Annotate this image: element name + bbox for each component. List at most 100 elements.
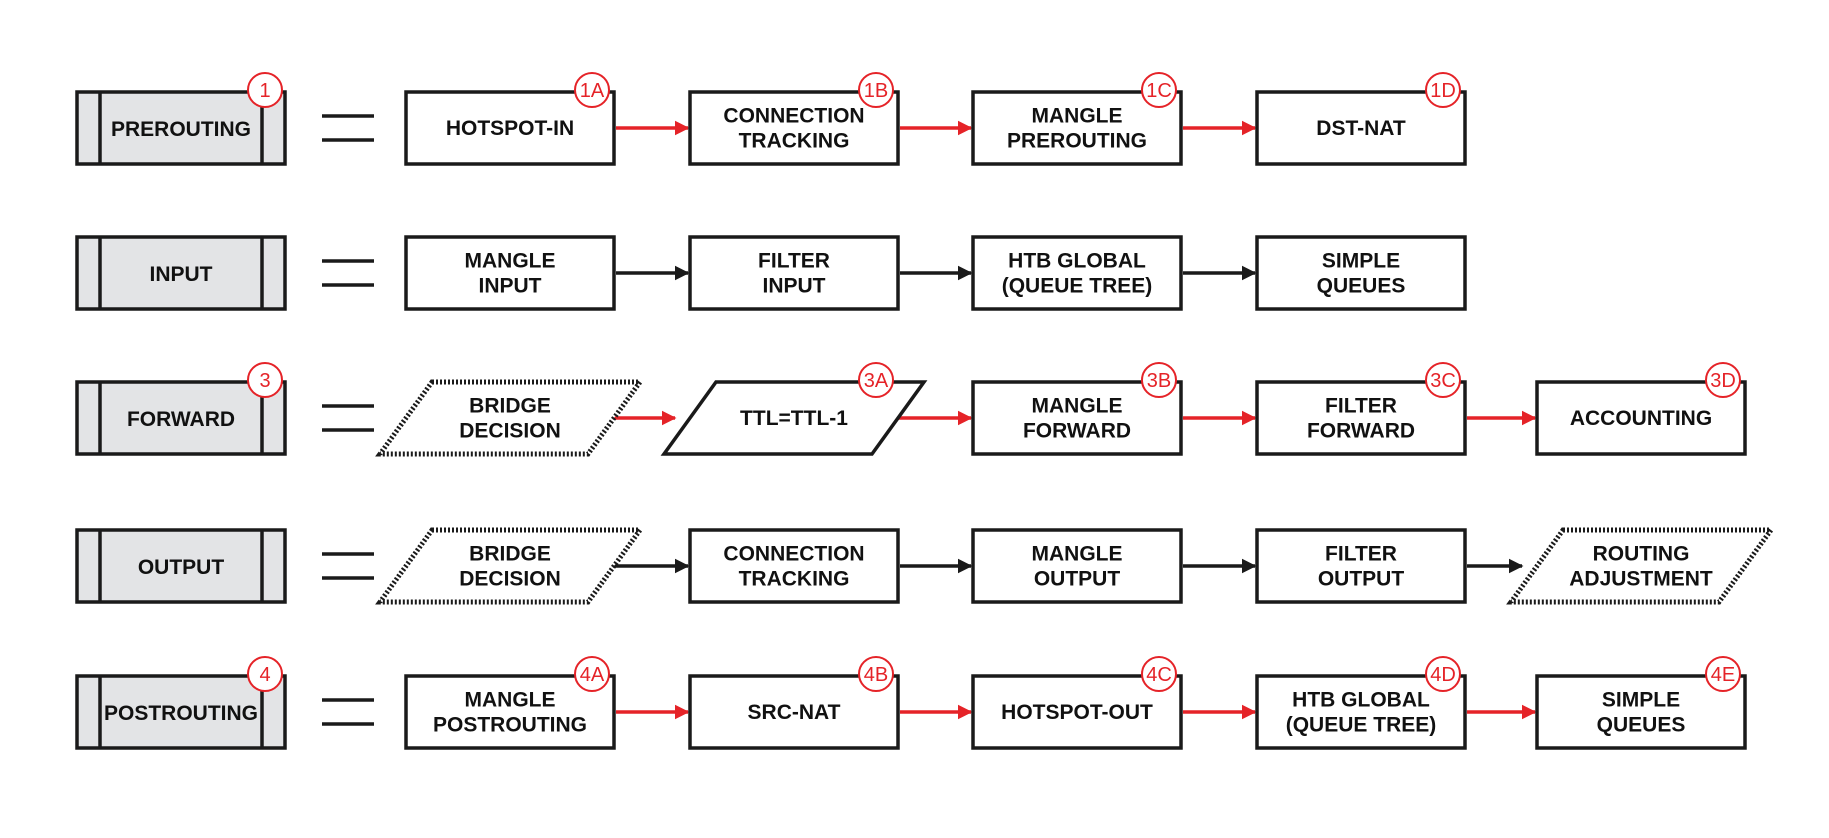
step-label-line-1: CONNECTION: [723, 105, 864, 128]
step-box: [1255, 380, 1467, 456]
step-box: [1535, 674, 1747, 750]
step-box: [688, 528, 900, 604]
step-hotspot-in: HOTSPOT-IN 1A: [404, 72, 616, 166]
step-badge: 3A: [858, 362, 894, 398]
step-src-nat: SRC-NAT 4B: [688, 656, 900, 750]
step-label-line-1: FILTER: [1325, 543, 1397, 566]
step-box: [688, 235, 900, 311]
step-parallelogram-dotted: [375, 527, 645, 605]
step-box: [404, 235, 616, 311]
badge-label: 1A: [580, 80, 605, 102]
step-badge: 4: [247, 656, 283, 692]
step-badge: 1B: [858, 72, 894, 108]
badge-circle: [247, 72, 283, 108]
step-label-line-1: SIMPLE: [1322, 250, 1400, 273]
step-label-line-2: OUTPUT: [1318, 568, 1405, 591]
step-label-line-1: SRC-NAT: [748, 701, 841, 724]
step-label-line-1: MANGLE: [1032, 543, 1123, 566]
badge-circle: [858, 362, 894, 398]
badge-label: 4: [259, 664, 270, 686]
step-badge: 4A: [574, 656, 610, 692]
step-label-line-1: HTB GLOBAL: [1008, 250, 1146, 273]
step-label-line-1: SIMPLE: [1602, 689, 1680, 712]
step-box: [1535, 380, 1747, 456]
step-label-line-1: FILTER: [1325, 395, 1397, 418]
step-ttl-ttl-1: TTL=TTL-1 3A: [660, 362, 928, 456]
row-postrouting: POSTROUTING4MANGLEPOSTROUTING4ASRC-NAT4B…: [75, 656, 1747, 750]
step-label-line-1: MANGLE: [1032, 105, 1123, 128]
chain-box: [75, 380, 287, 456]
step-label-line-2: DECISION: [459, 420, 561, 443]
chain-label: OUTPUT: [138, 556, 225, 579]
step-box: [688, 90, 900, 166]
badge-label: 4A: [580, 664, 605, 686]
step-label-line-2: QUEUES: [1317, 275, 1406, 298]
equals-sign: [322, 114, 374, 142]
step-badge: 3: [247, 362, 283, 398]
badge-label: 3: [259, 370, 270, 392]
step-badge: 3B: [1141, 362, 1177, 398]
step-box: [971, 380, 1183, 456]
step-box: [688, 674, 900, 750]
step-label-line-2: TRACKING: [739, 568, 850, 591]
badge-circle: [858, 72, 894, 108]
step-label-line-2: INPUT: [763, 275, 826, 298]
badge-circle: [1141, 656, 1177, 692]
step-label-line-1: TTL=TTL-1: [740, 407, 848, 430]
step-box: [1255, 90, 1467, 166]
chain-box: [75, 90, 287, 166]
step-htb-global-queue-tree: HTB GLOBAL(QUEUE TREE): [971, 235, 1183, 311]
badge-label: 4D: [1430, 664, 1456, 686]
step-badge: 4C: [1141, 656, 1177, 692]
step-badge: 3D: [1705, 362, 1741, 398]
badge-circle: [1705, 362, 1741, 398]
equals-sign: [322, 404, 374, 432]
step-label-line-2: QUEUES: [1597, 714, 1686, 737]
badge-circle: [574, 656, 610, 692]
chain-box: [75, 235, 287, 311]
chain-input: INPUT: [75, 235, 287, 311]
step-label-line-1: HTB GLOBAL: [1292, 689, 1430, 712]
step-parallelogram: [660, 380, 928, 456]
badge-label: 1: [259, 80, 270, 102]
step-label-line-2: INPUT: [479, 275, 542, 298]
step-label-line-2: (QUEUE TREE): [1286, 714, 1437, 737]
step-box: [971, 674, 1183, 750]
badge-label: 1D: [1430, 80, 1456, 102]
step-label-line-1: MANGLE: [465, 689, 556, 712]
step-badge: 1A: [574, 72, 610, 108]
row-prerouting: PREROUTING1HOTSPOT-IN1ACONNECTIONTRACKIN…: [75, 72, 1467, 166]
step-label-line-2: POSTROUTING: [433, 714, 587, 737]
step-label-line-2: PREROUTING: [1007, 130, 1147, 153]
badge-circle: [247, 656, 283, 692]
chain-output: OUTPUT: [75, 528, 287, 604]
chain-label: POSTROUTING: [104, 702, 258, 725]
badge-circle: [1141, 362, 1177, 398]
badge-label: 1C: [1146, 80, 1172, 102]
badge-label: 4B: [864, 664, 888, 686]
step-box: [1255, 235, 1467, 311]
step-label-line-1: HOTSPOT-IN: [446, 117, 574, 140]
badge-circle: [1425, 72, 1461, 108]
chain-label: FORWARD: [127, 408, 235, 431]
step-label-line-2: ADJUSTMENT: [1569, 568, 1713, 591]
badge-circle: [1425, 362, 1461, 398]
equals-sign: [322, 698, 374, 726]
